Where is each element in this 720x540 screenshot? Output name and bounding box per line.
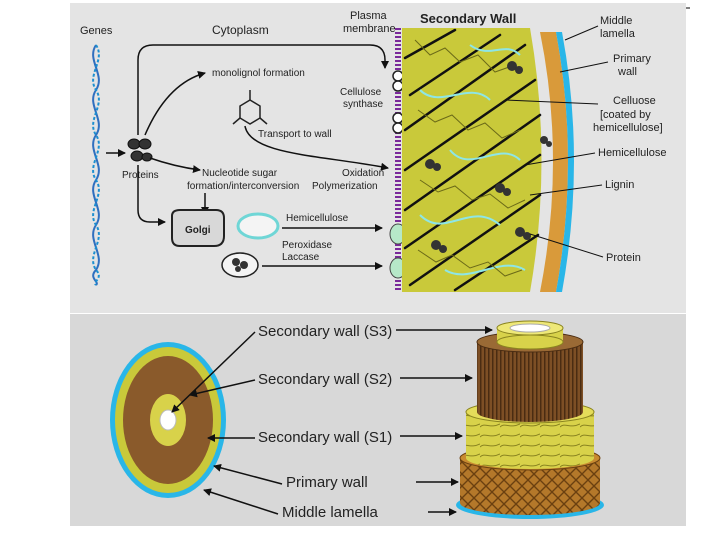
middle-lamella-label-2: lamella xyxy=(600,28,636,40)
proteins-label: Proteins xyxy=(122,170,159,181)
golgi-label: Golgi xyxy=(185,225,211,236)
transport-arrow xyxy=(244,125,389,171)
proteins-to-monolignol-arrow xyxy=(144,71,206,136)
oxidation-label-1: Oxidation xyxy=(342,168,384,179)
celluose-label-2: [coated by xyxy=(600,109,651,121)
cellulose-synthase-label-1: Cellulose xyxy=(340,87,382,98)
secondary-wall-title: Secondary Wall xyxy=(420,11,516,26)
protein-pointer xyxy=(529,233,604,258)
s2-label: Secondary wall (S2) xyxy=(258,371,392,388)
wall-layer-cylinder xyxy=(456,320,604,519)
hemicellulose-label: Hemicellulose xyxy=(598,147,666,159)
celluose-label-3: hemicellulose] xyxy=(593,122,663,134)
cellulose-microfibrils xyxy=(403,28,542,292)
hemicellulose-vesicle-icon xyxy=(236,212,280,240)
peroxidase-label-1: Peroxidase xyxy=(282,240,332,251)
cellulose-synthase-complex-icon xyxy=(392,70,404,134)
proteins-icon xyxy=(127,138,153,162)
lignin-label: Lignin xyxy=(605,179,634,191)
cross-section xyxy=(110,342,226,498)
middle-lamella-bottom-label: Middle lamella xyxy=(282,504,379,521)
middle-lamella-layer xyxy=(556,32,574,292)
monolignol-formation-label: monolignol formation xyxy=(212,68,305,79)
peroxidase-label-2: Laccase xyxy=(282,252,320,263)
proteins-to-golgi-arrow xyxy=(137,165,166,226)
cross-section-pointer-arrows xyxy=(171,331,283,515)
middle-lamella-label-1: Middle xyxy=(600,15,632,27)
top-panel-background xyxy=(70,3,686,313)
celluose-pointer xyxy=(504,99,599,105)
plasma-membrane-label-2: membrane xyxy=(343,23,396,35)
oxidation-label-2: Polymerization xyxy=(312,181,378,192)
celluose-label-1: Celluose xyxy=(613,95,656,107)
primary-wall-label-2: wall xyxy=(617,66,637,78)
lignin-network xyxy=(414,39,526,277)
s1-label: Secondary wall (S1) xyxy=(258,429,392,446)
dna-helix-icon xyxy=(92,44,100,286)
hemicellulose-strands xyxy=(419,44,526,276)
transport-to-wall-label: Transport to wall xyxy=(258,129,332,140)
peroxidase-vesicle-icon xyxy=(221,252,259,278)
protein-label: Protein xyxy=(606,252,641,264)
cellulose-synthase-label-2: synthase xyxy=(343,99,383,110)
cytoplasm-label: Cytoplasm xyxy=(212,23,269,37)
hemicellulose-pointer xyxy=(524,152,596,166)
s3-label: Secondary wall (S3) xyxy=(258,323,392,340)
primary-wall-pointer xyxy=(559,61,609,73)
golgi-icon xyxy=(171,209,225,247)
genes-label: Genes xyxy=(80,25,113,37)
middle-lamella-pointer xyxy=(564,25,599,41)
nucleotide-sugar-label-1: Nucleotide sugar xyxy=(202,168,278,179)
hemicellulose-vesicle-label: Hemicellulose xyxy=(286,213,349,224)
primary-wall-layer xyxy=(540,32,568,292)
proteins-to-nucleotide-arrow xyxy=(149,157,201,174)
wall-protein-clusters xyxy=(425,61,552,253)
lignin-pointer xyxy=(529,184,603,196)
cylinder-pointer-arrows xyxy=(396,326,493,516)
monolignol-molecule-icon xyxy=(232,90,268,125)
primary-wall-bottom-label: Primary wall xyxy=(286,474,368,491)
plasma-membrane-label-1: Plasma xyxy=(350,10,388,22)
primary-wall-label-1: Primary xyxy=(613,53,651,65)
nucleotide-sugar-label-2: formation/interconversion xyxy=(187,181,299,192)
proteins-to-synthase-arrow xyxy=(137,44,389,135)
